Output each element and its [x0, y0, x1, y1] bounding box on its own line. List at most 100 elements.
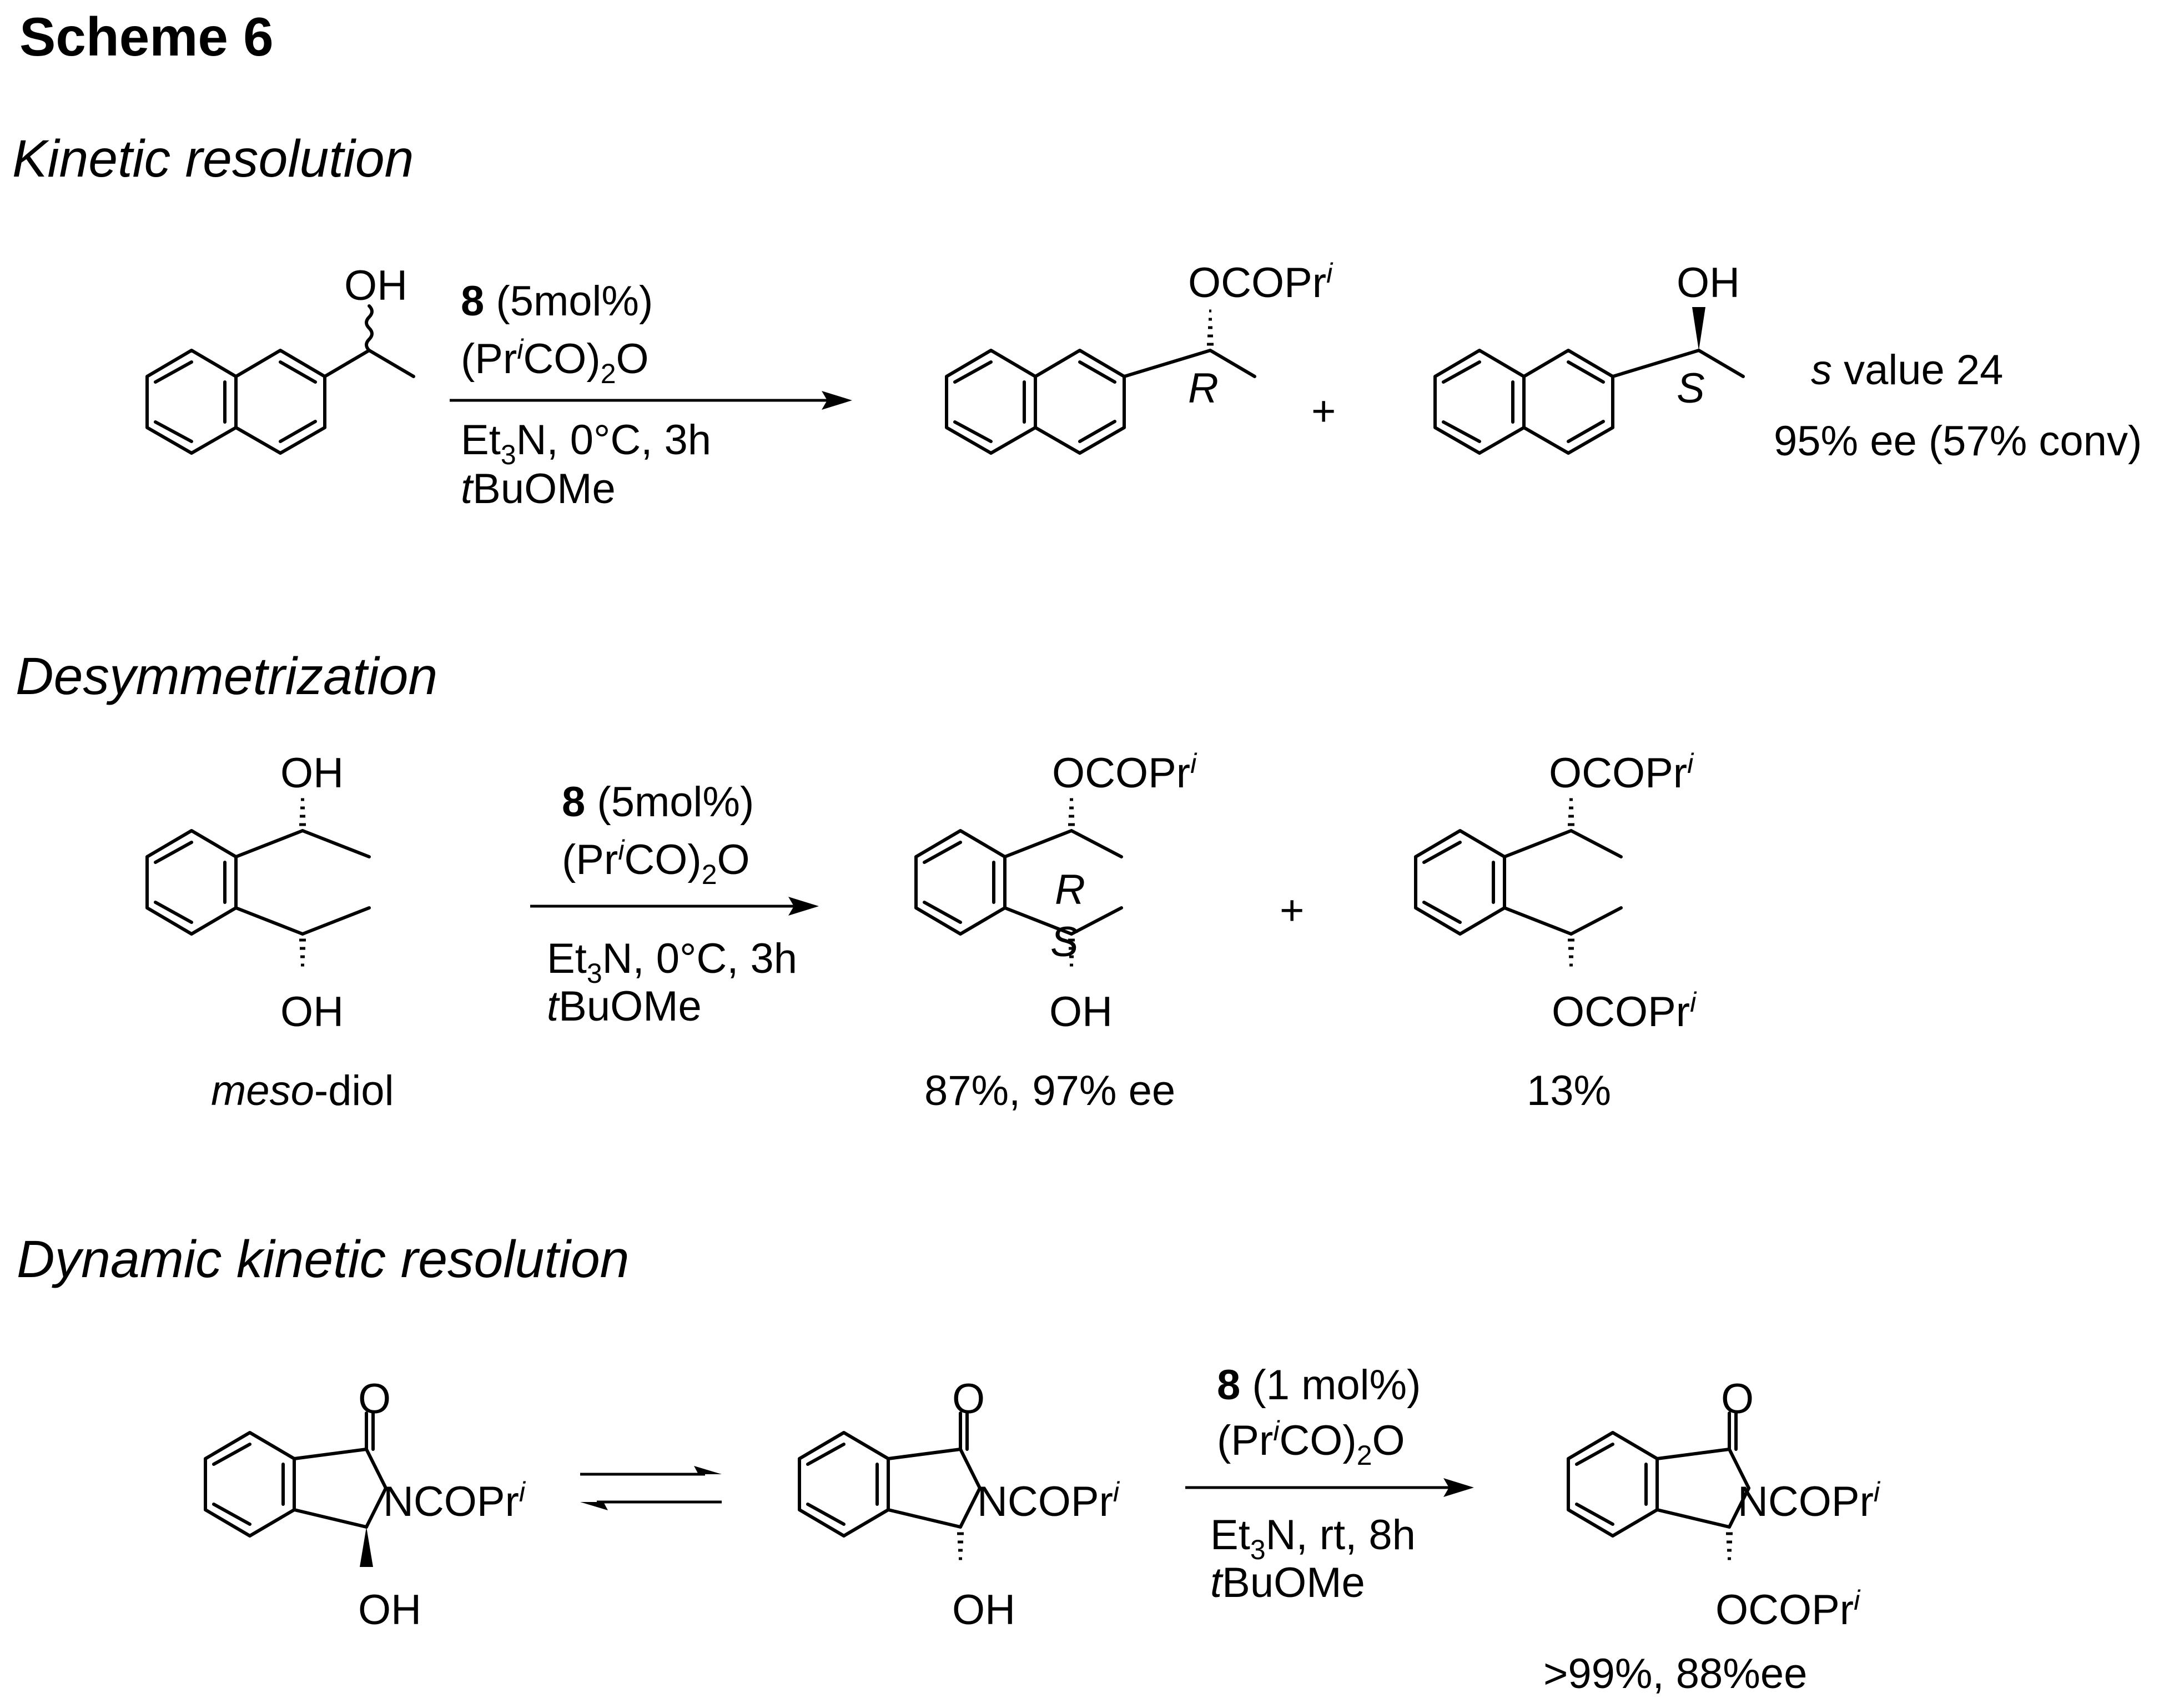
desym-start-oh-bottom: OH — [280, 988, 344, 1036]
dkr-start-molecule — [204, 1411, 388, 1567]
reagent-part: (Pr — [562, 836, 618, 883]
dkr-product-yield: >99%, 88%ee — [1543, 1650, 1807, 1697]
dkr-product-carbonyl-o: O — [1721, 1375, 1754, 1423]
dkr-conditions: 8 (1 mol%) (PriCO)2O Et3N, rt, 8h tBuOMe — [1185, 1362, 1474, 1606]
desym-start-oh-top: OH — [280, 750, 344, 797]
solvent-name: BuOMe — [1222, 1559, 1365, 1606]
reagent-subscript: 2 — [702, 859, 717, 890]
dkr-start-carbonyl-o: O — [358, 1375, 391, 1423]
condition-part: N, 0°C, 3h — [516, 416, 711, 464]
arrow-head — [788, 897, 819, 916]
dkr-product-ester-group: OCOPri — [1715, 1585, 1861, 1634]
reagent-part: O — [1372, 1417, 1405, 1464]
kinetic-plus-sign: + — [1311, 388, 1336, 435]
reagent-subscript: 2 — [1357, 1440, 1372, 1471]
desym-product-diester — [1414, 798, 1623, 967]
dkr-product-n-group: NCOPri — [1738, 1476, 1881, 1525]
reagent-superscript: i — [1273, 1415, 1280, 1446]
svg-text:(PriCO)2O: (PriCO)2O — [461, 334, 649, 389]
dkr-start-oh: OH — [358, 1586, 421, 1634]
reagent-part: (Pr — [461, 335, 517, 383]
reagent-subscript: 2 — [601, 358, 616, 389]
catalyst-loading: (5mol%) — [484, 278, 653, 325]
condition-subscript: 3 — [501, 439, 516, 470]
kinetic-ester-group: OCOPri — [1188, 258, 1333, 307]
svg-text:(PriCO)2O: (PriCO)2O — [562, 835, 750, 890]
svg-text:8 (1 mol%): 8 (1 mol%) — [1217, 1362, 1421, 1409]
catalyst-number: 8 — [562, 778, 585, 826]
arrow-head — [1443, 1478, 1474, 1497]
desym-config-s: S — [1050, 918, 1079, 966]
desym-product-monoester — [914, 798, 1123, 967]
kinetic-alcohol-oh: OH — [1677, 259, 1740, 307]
reagent-superscript: i — [618, 835, 625, 866]
desym-monoester-group: OCOPri — [1052, 748, 1197, 797]
reagent-part: CO) — [1279, 1417, 1356, 1464]
dkr-intermediate-oh: OH — [952, 1586, 1015, 1634]
kinetic-alcohol-config: S — [1677, 365, 1705, 412]
dkr-product-molecule — [1567, 1411, 1750, 1560]
condition-part: Et — [1210, 1511, 1250, 1559]
catalyst-loading: (1 mol%) — [1240, 1362, 1421, 1409]
desym-monoester-yield: 87%, 97% ee — [924, 1067, 1175, 1114]
desym-start-molecule — [145, 798, 371, 967]
solvent-name: BuOMe — [558, 983, 702, 1030]
heading-desymmetrization: Desymmetrization — [16, 647, 437, 706]
svg-text:(PriCO)2O: (PriCO)2O — [1217, 1415, 1405, 1471]
desym-start-caption: meso-diol — [211, 1067, 394, 1114]
reagent-part: CO) — [624, 836, 701, 883]
dkr-intermediate-molecule — [798, 1411, 982, 1560]
kinetic-ester-config: R — [1188, 365, 1219, 412]
svg-text:tBuOMe: tBuOMe — [461, 465, 616, 513]
solvent-name: BuOMe — [472, 465, 616, 513]
solvent-prefix: t — [1210, 1559, 1224, 1606]
svg-text:Et3N, 0°C, 3h: Et3N, 0°C, 3h — [461, 416, 711, 470]
svg-text:tBuOMe: tBuOMe — [547, 983, 702, 1030]
desym-diester-group-top: OCOPri — [1549, 748, 1694, 797]
desym-monoester-oh: OH — [1049, 988, 1113, 1036]
scheme-title: Scheme 6 — [19, 6, 274, 67]
kinetic-ee-result: 95% ee (57% conv) — [1774, 418, 2142, 465]
heading-kinetic-resolution: Kinetic resolution — [12, 129, 414, 188]
reagent-part: O — [616, 335, 649, 383]
svg-text:8 (5mol%): 8 (5mol%) — [562, 778, 754, 826]
dkr-intermediate-n-group: NCOPri — [977, 1476, 1120, 1525]
reagent-superscript: i — [517, 334, 524, 365]
svg-text:Et3N, rt, 8h: Et3N, rt, 8h — [1210, 1511, 1416, 1565]
arrow-head — [822, 391, 852, 410]
catalyst-number: 8 — [1217, 1362, 1240, 1409]
reagent-part: (Pr — [1217, 1417, 1273, 1464]
condition-subscript: 3 — [587, 958, 602, 989]
desym-diester-group-bottom: OCOPri — [1552, 987, 1697, 1036]
svg-text:8 (5mol%): 8 (5mol%) — [461, 278, 653, 325]
dkr-equilibrium-arrows — [580, 1466, 722, 1510]
desym-diester-yield: 13% — [1527, 1067, 1611, 1114]
kinetic-start-molecule — [145, 304, 415, 455]
condition-subscript: 3 — [1250, 1534, 1266, 1565]
kinetic-product-ester — [945, 309, 1256, 455]
solvent-prefix: t — [547, 983, 560, 1030]
reagent-part: O — [717, 836, 750, 883]
dkr-intermediate-carbonyl-o: O — [952, 1375, 985, 1423]
heading-dynamic-kinetic-resolution: Dynamic kinetic resolution — [17, 1230, 630, 1289]
condition-part: Et — [547, 935, 587, 982]
reagent-part: CO) — [523, 335, 600, 383]
condition-part: N, rt, 8h — [1266, 1511, 1416, 1559]
desym-plus-sign: + — [1280, 887, 1304, 934]
desym-config-r: R — [1055, 866, 1085, 913]
catalyst-loading: (5mol%) — [585, 778, 754, 826]
svg-text:Et3N, 0°C, 3h: Et3N, 0°C, 3h — [547, 935, 797, 989]
solvent-prefix: t — [461, 465, 474, 513]
condition-part: N, 0°C, 3h — [602, 935, 797, 982]
dkr-start-n-group: NCOPri — [383, 1476, 526, 1525]
kinetic-product-alcohol — [1433, 307, 1745, 455]
kinetic-start-oh: OH — [344, 262, 407, 309]
kinetic-s-value: s value 24 — [1811, 346, 2003, 394]
desym-conditions: 8 (5mol%) (PriCO)2O Et3N, 0°C, 3h tBuOMe — [530, 778, 819, 1030]
catalyst-number: 8 — [461, 278, 484, 325]
kinetic-conditions: 8 (5mol%) (PriCO)2O Et3N, 0°C, 3h tBuOMe — [450, 278, 852, 513]
condition-part: Et — [461, 416, 501, 464]
svg-text:tBuOMe: tBuOMe — [1210, 1559, 1365, 1606]
